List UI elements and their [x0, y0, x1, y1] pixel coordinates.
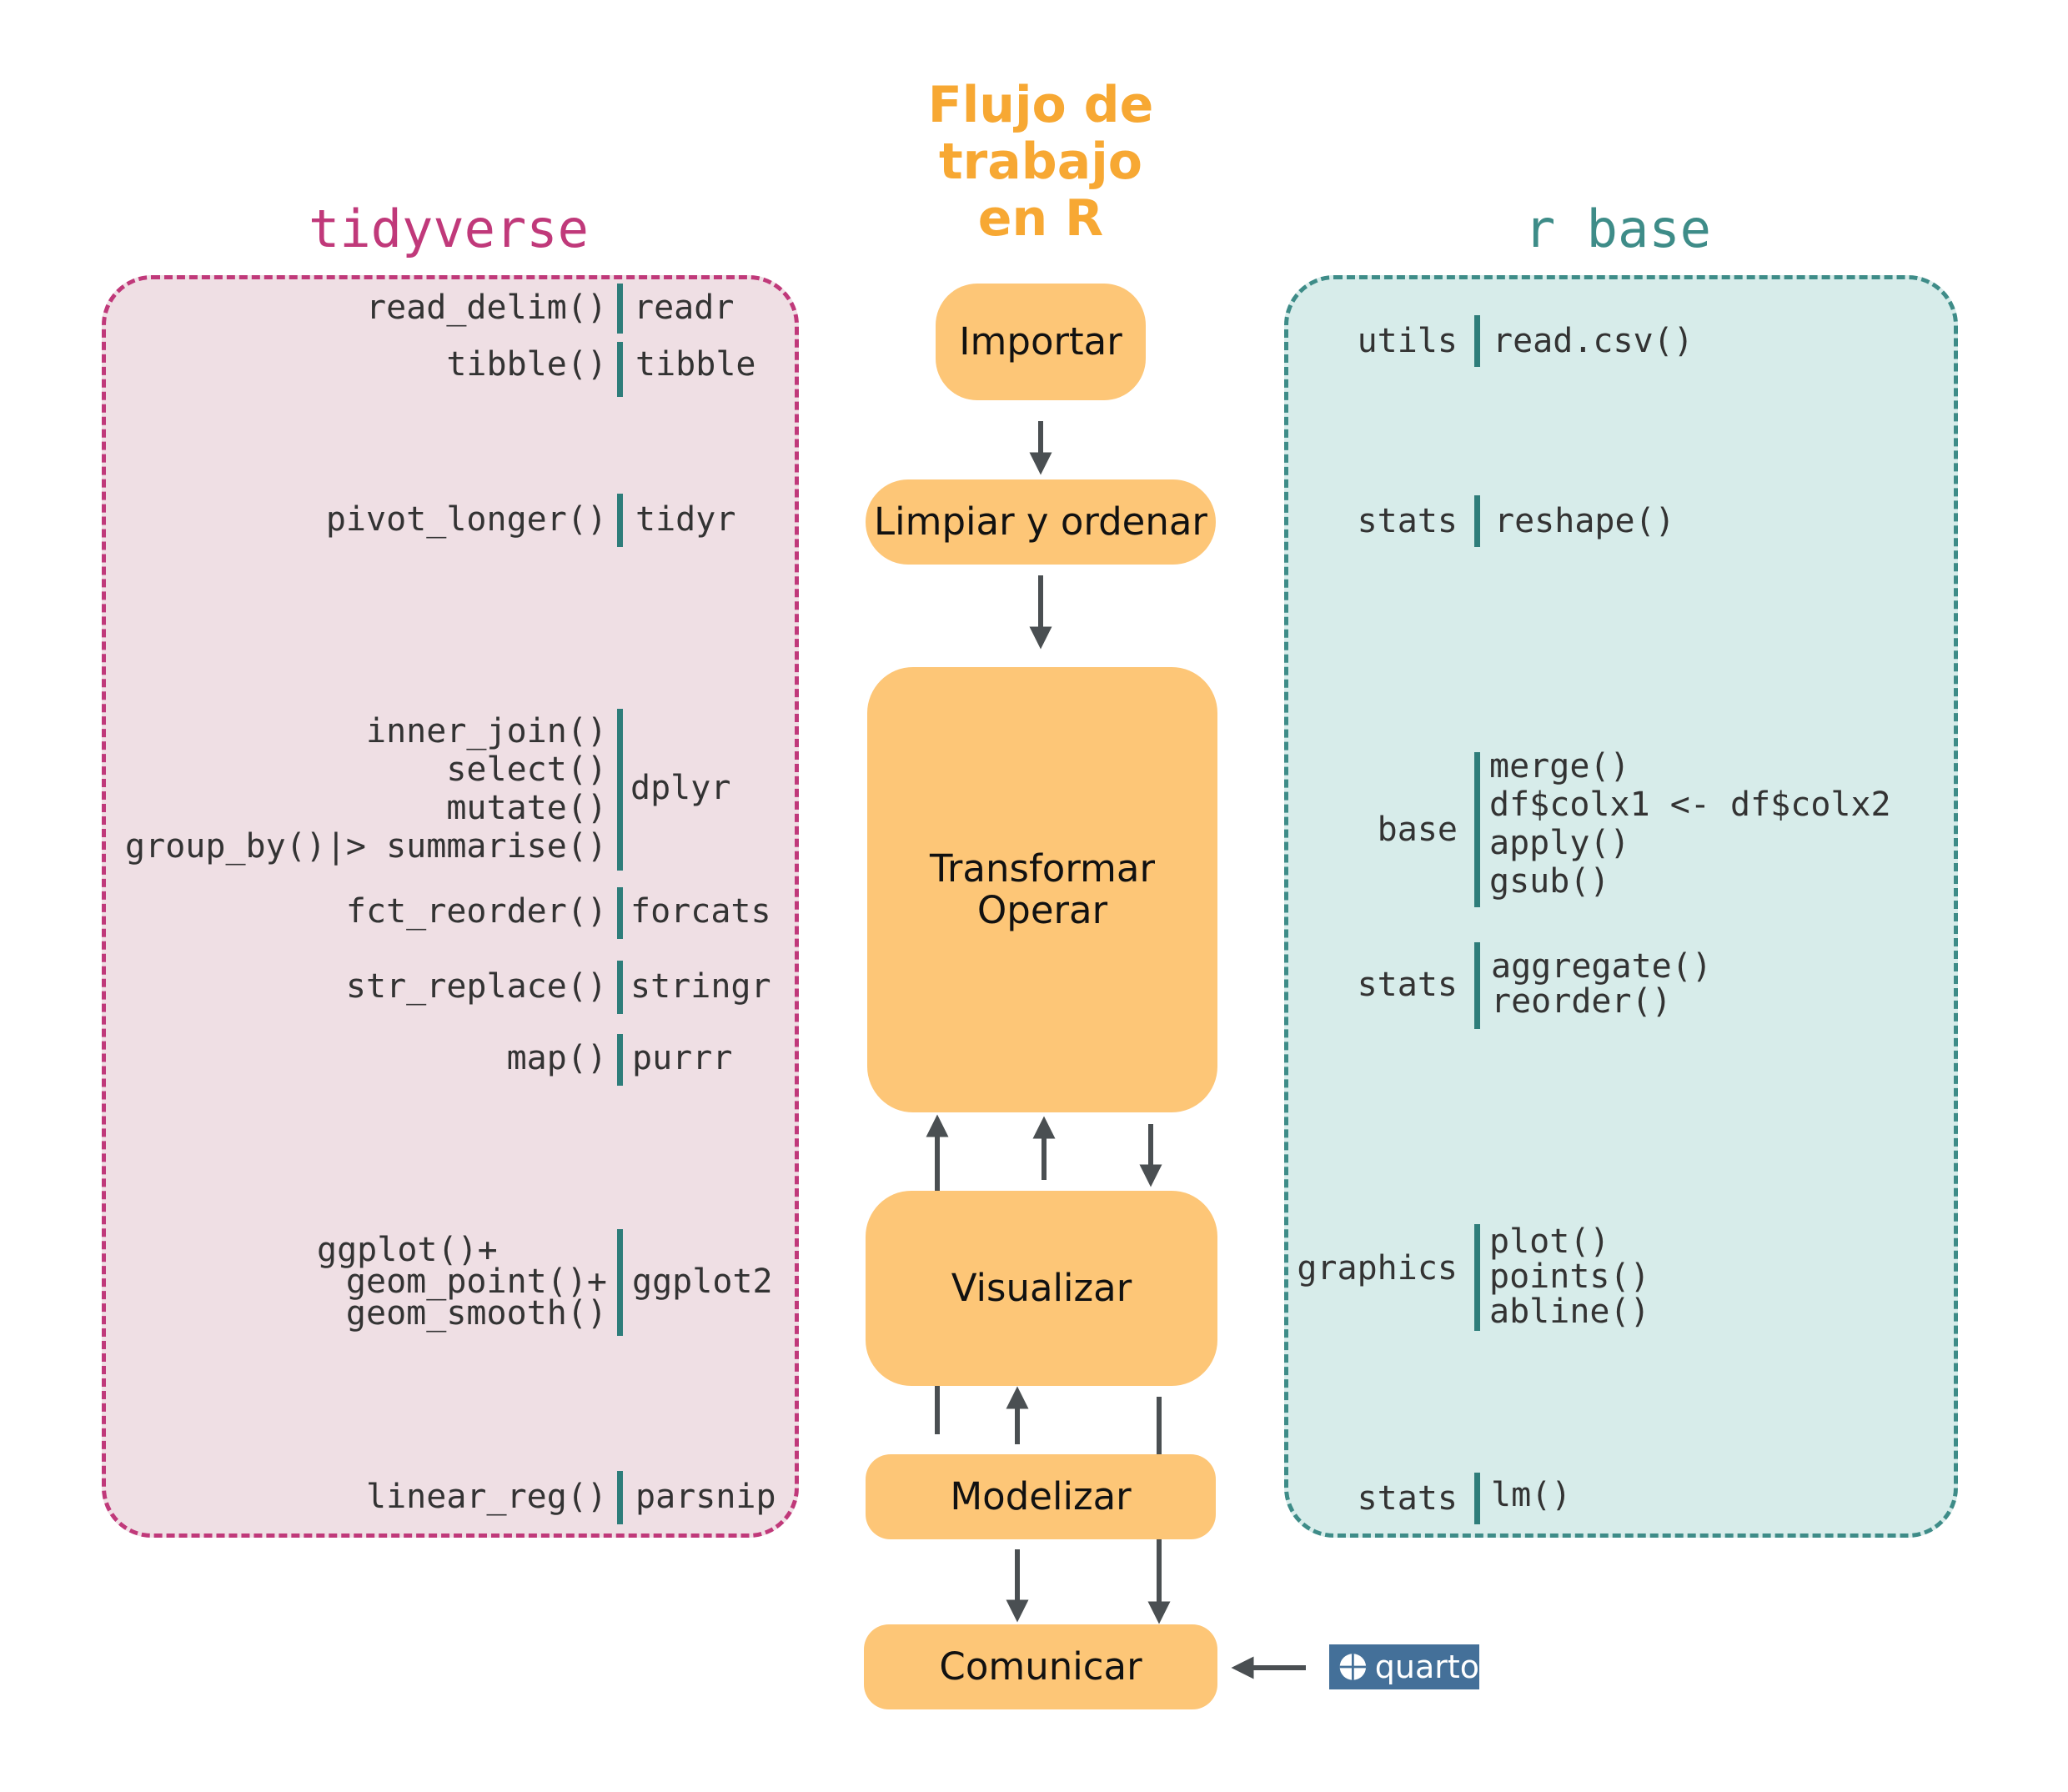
- quarto-label: quarto: [1374, 1649, 1479, 1685]
- tidy-fn-read-delim: read_delim(): [366, 289, 607, 327]
- tidy-bar-readr: [617, 284, 623, 334]
- step-visualizar: Visualizar: [866, 1191, 1217, 1386]
- tidy-pkg-stringr: stringr: [630, 967, 771, 1006]
- rbase-panel: [1284, 275, 1958, 1538]
- tidy-fn-ggplot: ggplot()+: [317, 1231, 498, 1269]
- step-transformar-line-1: Transformar: [930, 846, 1155, 891]
- rbase-bar-utils: [1474, 315, 1480, 367]
- rbase-bar-stats-1: [1474, 495, 1480, 547]
- step-modelizar: Modelizar: [866, 1454, 1216, 1539]
- tidy-fn-mutate: mutate(): [446, 789, 607, 827]
- step-transformar: Transformar Operar: [867, 667, 1217, 1112]
- rbase-fn-lm: lm(): [1491, 1476, 1572, 1514]
- rbase-fn-apply: apply(): [1489, 824, 1630, 862]
- tidy-pkg-readr: readr: [634, 289, 735, 327]
- tidy-pkg-tidyr: tidyr: [635, 500, 736, 539]
- tidy-fn-geom-point: geom_point()+: [345, 1262, 607, 1301]
- quarto-logo-icon: [1339, 1654, 1367, 1680]
- tidy-pkg-dplyr: dplyr: [630, 769, 731, 807]
- tidy-bar-stringr: [617, 961, 623, 1014]
- tidy-bar-tibble: [617, 342, 623, 397]
- tidy-fn-geom-smooth: geom_smooth(): [345, 1294, 607, 1333]
- diagram-title: Flujo de trabajo en R: [791, 77, 1291, 247]
- tidy-fn-str-replace: str_replace(): [345, 967, 607, 1006]
- tidy-bar-forcats: [617, 887, 623, 939]
- tidy-bar-tidyr: [617, 494, 623, 547]
- step-limpiar: Limpiar y ordenar: [866, 479, 1216, 565]
- rbase-pkg-stats-3: stats: [1357, 1479, 1458, 1518]
- rbase-title: r base: [1524, 198, 1711, 259]
- tidyverse-title: tidyverse: [309, 198, 589, 259]
- tidy-bar-purrr: [617, 1034, 623, 1086]
- rbase-bar-graphics: [1474, 1224, 1480, 1331]
- tidy-fn-group-by-summarise: group_by()|> summarise(): [125, 827, 607, 866]
- tidy-pkg-purrr: purrr: [632, 1039, 733, 1077]
- rbase-fn-reshape: reshape(): [1494, 502, 1675, 540]
- tidy-fn-inner-join: inner_join(): [366, 712, 607, 750]
- step-importar: Importar: [936, 284, 1146, 400]
- rbase-fn-df-assign: df$colx1 <- df$colx2: [1489, 786, 1891, 824]
- title-line-3: en R: [977, 189, 1104, 248]
- tidy-fn-tibble: tibble(): [446, 345, 607, 384]
- rbase-bar-stats-2: [1474, 942, 1480, 1029]
- rbase-fn-read-csv: read.csv(): [1493, 322, 1694, 360]
- tidy-bar-dplyr: [617, 709, 623, 871]
- tidy-fn-map: map(): [506, 1039, 607, 1077]
- tidy-fn-pivot-longer: pivot_longer(): [325, 500, 607, 539]
- tidy-pkg-forcats: forcats: [630, 892, 771, 931]
- rbase-pkg-utils: utils: [1357, 322, 1458, 360]
- step-transformar-line-2: Operar: [976, 888, 1108, 932]
- rbase-fn-gsub: gsub(): [1489, 862, 1610, 901]
- title-line-1: Flujo de: [927, 76, 1154, 134]
- rbase-fn-points: points(): [1489, 1257, 1650, 1296]
- rbase-pkg-base: base: [1377, 811, 1458, 849]
- rbase-pkg-stats-2: stats: [1357, 966, 1458, 1004]
- tidyverse-panel: [102, 275, 799, 1538]
- rbase-fn-reorder: reorder(): [1491, 982, 1672, 1021]
- rbase-pkg-stats-1: stats: [1357, 502, 1458, 540]
- rbase-fn-abline: abline(): [1489, 1293, 1650, 1331]
- tidy-pkg-tibble: tibble: [635, 345, 756, 384]
- tidy-pkg-ggplot2: ggplot2: [632, 1262, 773, 1301]
- rbase-bar-base: [1474, 752, 1480, 907]
- rbase-pkg-graphics: graphics: [1297, 1249, 1458, 1288]
- title-line-2: trabajo: [939, 133, 1142, 191]
- tidy-fn-select: select(): [446, 750, 607, 789]
- tidy-fn-fct-reorder: fct_reorder(): [345, 892, 607, 931]
- quarto-badge: quarto: [1329, 1644, 1479, 1689]
- step-comunicar: Comunicar: [864, 1624, 1217, 1709]
- rbase-fn-aggregate: aggregate(): [1491, 947, 1712, 986]
- tidy-bar-parsnip: [617, 1471, 623, 1524]
- rbase-bar-stats-3: [1474, 1473, 1480, 1524]
- tidy-pkg-parsnip: parsnip: [635, 1478, 776, 1516]
- tidy-fn-linear-reg: linear_reg(): [366, 1478, 607, 1516]
- rbase-fn-plot: plot(): [1489, 1222, 1610, 1261]
- rbase-fn-merge: merge(): [1489, 747, 1630, 786]
- tidy-bar-ggplot2: [617, 1229, 623, 1336]
